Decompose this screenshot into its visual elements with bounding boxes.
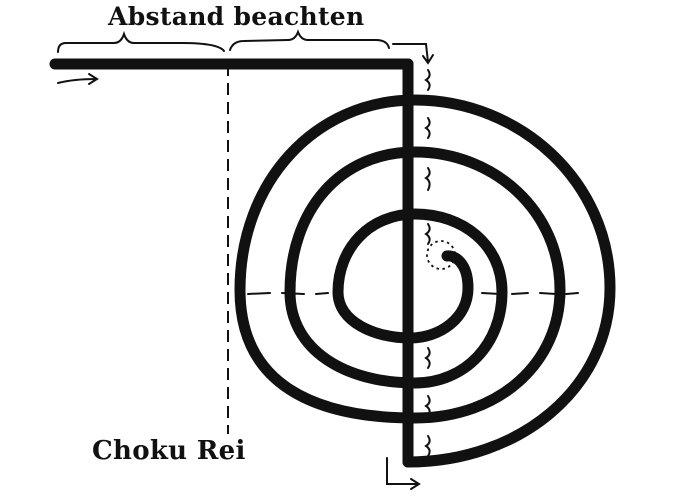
direction-arrow-start bbox=[57, 73, 99, 85]
bracket-left bbox=[57, 30, 225, 53]
bracket-middle bbox=[229, 29, 390, 51]
spacing-tick-marks bbox=[424, 69, 431, 457]
spiral-end-marker bbox=[426, 240, 456, 270]
diagram-title: Abstand beachten bbox=[108, 2, 365, 31]
bracket-right-arrow bbox=[392, 43, 434, 65]
choku-rei-symbol bbox=[49, 58, 616, 468]
direction-arrow-end bbox=[386, 457, 421, 490]
spacing-brackets bbox=[57, 29, 434, 65]
spiral-stroke bbox=[234, 94, 616, 468]
diagram-caption: Choku Rei bbox=[92, 436, 246, 466]
